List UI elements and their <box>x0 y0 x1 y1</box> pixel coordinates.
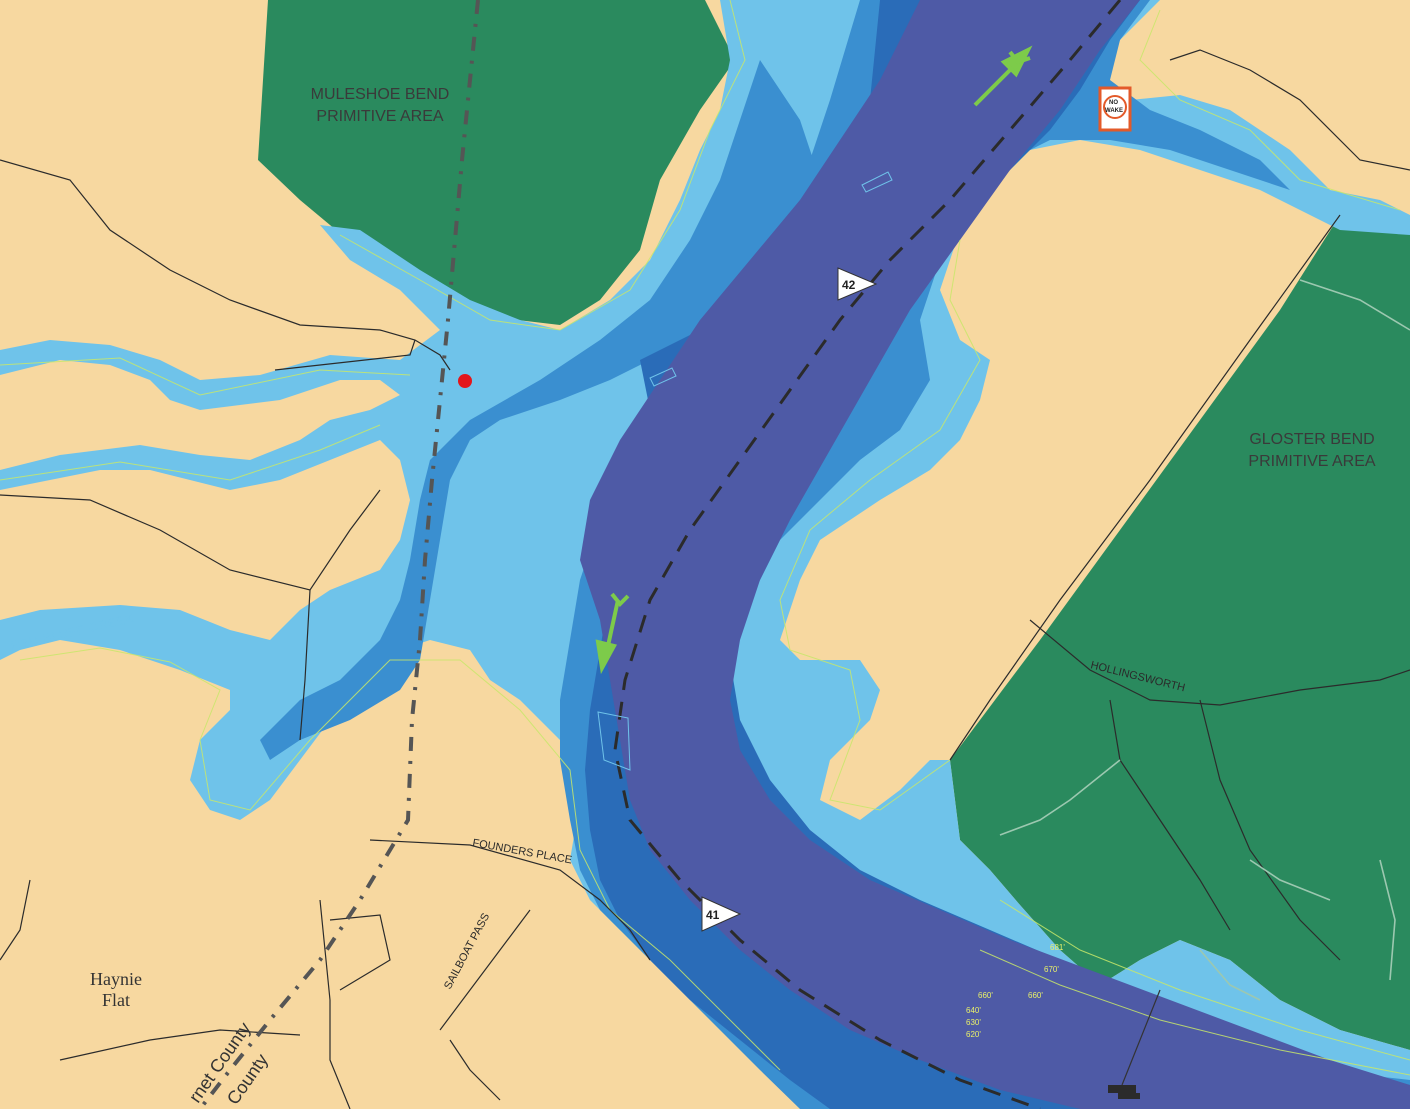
depth-label: 620' <box>966 1030 981 1039</box>
no-wake-line1: NO <box>1109 100 1118 106</box>
depth-label: 640' <box>966 1006 981 1015</box>
contour-lines <box>0 0 1410 1076</box>
channel-island <box>861 171 893 193</box>
forest-trails <box>999 279 1410 1001</box>
gloster-label-line1: GLOSTER BEND <box>1249 431 1374 448</box>
no-wake-sign: NO WAKE <box>1098 86 1132 132</box>
haynie-label-line1: Haynie <box>90 969 142 989</box>
haynie-label-line2: Flat <box>102 990 130 1010</box>
direction-arrow-south <box>595 592 630 675</box>
depth-label: 660' <box>978 991 993 1000</box>
depth-label: 660' <box>1028 991 1043 1000</box>
depth-label: 670' <box>1044 965 1059 974</box>
gloster-label-line2: PRIMITIVE AREA <box>1248 453 1375 470</box>
depth-label: 681' <box>1050 943 1065 952</box>
mile-marker-42: 42 <box>837 267 878 301</box>
roads <box>0 49 1410 1109</box>
navigation-route <box>613 0 1122 1109</box>
muleshoe-label-line2: PRIMITIVE AREA <box>316 108 443 125</box>
red-location-dot <box>458 374 472 388</box>
depth-label: 630' <box>966 1018 981 1027</box>
main-channel <box>580 0 1410 1109</box>
dock-icon <box>1108 989 1161 1099</box>
no-wake-line2: WAKE <box>1105 108 1123 114</box>
channel-shoal <box>597 711 631 771</box>
mile-marker-41: 41 <box>701 896 742 932</box>
mile-marker-41-label: 41 <box>706 908 720 922</box>
gloster-forest <box>950 215 1410 1050</box>
muleshoe-label-line1: MULESHOE BEND <box>311 86 450 103</box>
channel-island-2 <box>649 367 677 387</box>
direction-arrow-north <box>973 45 1033 107</box>
county-line <box>198 0 480 1109</box>
mile-marker-42-label: 42 <box>842 278 856 292</box>
